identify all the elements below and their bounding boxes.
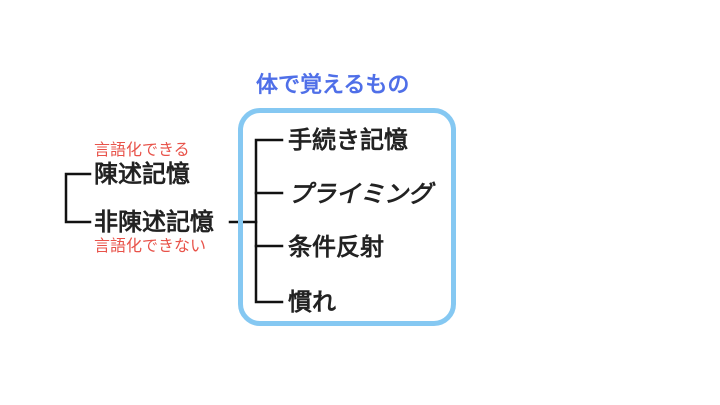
item-conditioned-reflex: 条件反射	[288, 233, 384, 261]
nondeclarative-note: 言語化できない	[94, 236, 207, 255]
item-procedural-memory: 手続き記憶	[288, 126, 408, 154]
root-bracket	[64, 172, 92, 224]
declarative-note: 言語化できる	[94, 140, 190, 159]
category-bracket	[254, 138, 284, 304]
item-priming: プライミング	[288, 180, 432, 208]
item-habituation: 慣れ	[288, 288, 336, 316]
box-title: 体で覚えるもの	[256, 73, 410, 98]
nondeclarative-memory-label: 非陳述記憶	[94, 208, 214, 236]
body-memory-box	[238, 108, 456, 326]
declarative-memory-label: 陳述記憶	[94, 160, 190, 188]
